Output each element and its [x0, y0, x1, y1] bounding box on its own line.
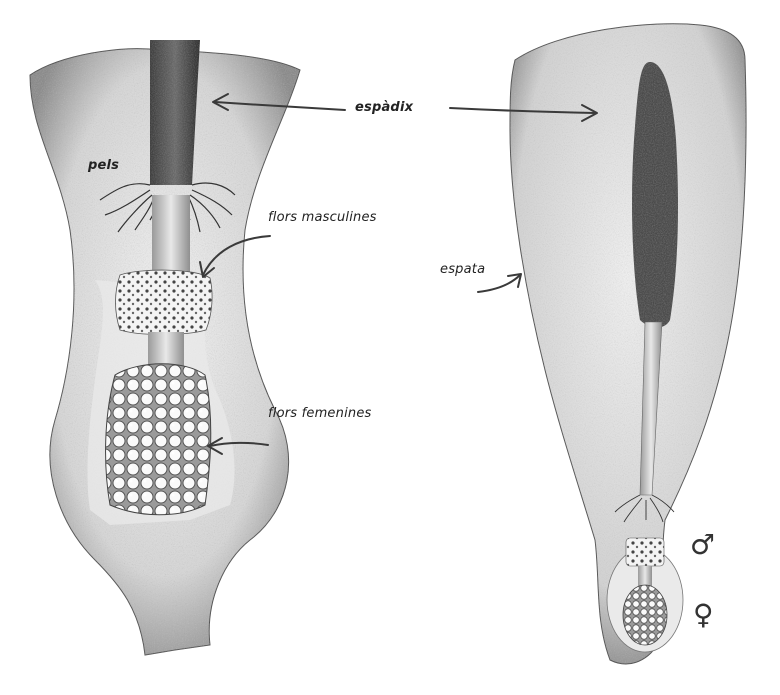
male-symbol-icon: ♂ [690, 528, 715, 561]
right-female-flowers [623, 585, 667, 645]
right-male-flowers [626, 538, 664, 566]
label-male-flowers: flors masculines [268, 210, 377, 225]
left-female-flowers [106, 364, 211, 515]
label-hairs: pels [88, 158, 119, 173]
spathe-arrow [478, 275, 520, 292]
left-male-flowers [116, 270, 213, 334]
label-spathe: espata [440, 262, 485, 277]
right-whole-spathe [510, 24, 746, 664]
female-symbol-icon: ♀ [693, 598, 714, 631]
left-dissection [30, 40, 300, 655]
label-female-flowers: flors femenines [268, 406, 372, 421]
label-spadix: espàdix [355, 100, 413, 115]
